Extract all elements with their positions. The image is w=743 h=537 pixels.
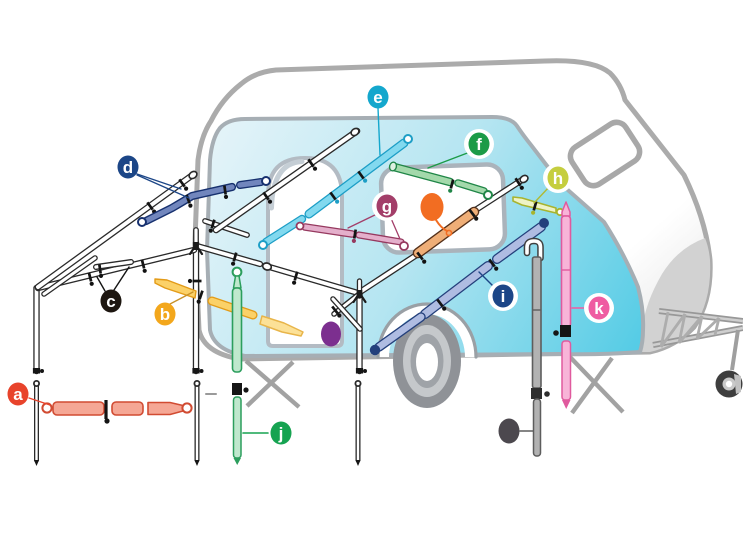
svg-text:e: e: [373, 88, 382, 107]
svg-text:h: h: [553, 169, 563, 188]
svg-text:k: k: [594, 299, 604, 318]
svg-text:b: b: [160, 305, 170, 324]
svg-text:c: c: [106, 292, 115, 311]
svg-text:g: g: [382, 197, 392, 216]
svg-text:f: f: [476, 135, 482, 154]
svg-text:i: i: [501, 287, 506, 306]
svg-text:d: d: [123, 158, 133, 177]
svg-text:j: j: [278, 424, 284, 443]
svg-text:a: a: [13, 385, 23, 404]
